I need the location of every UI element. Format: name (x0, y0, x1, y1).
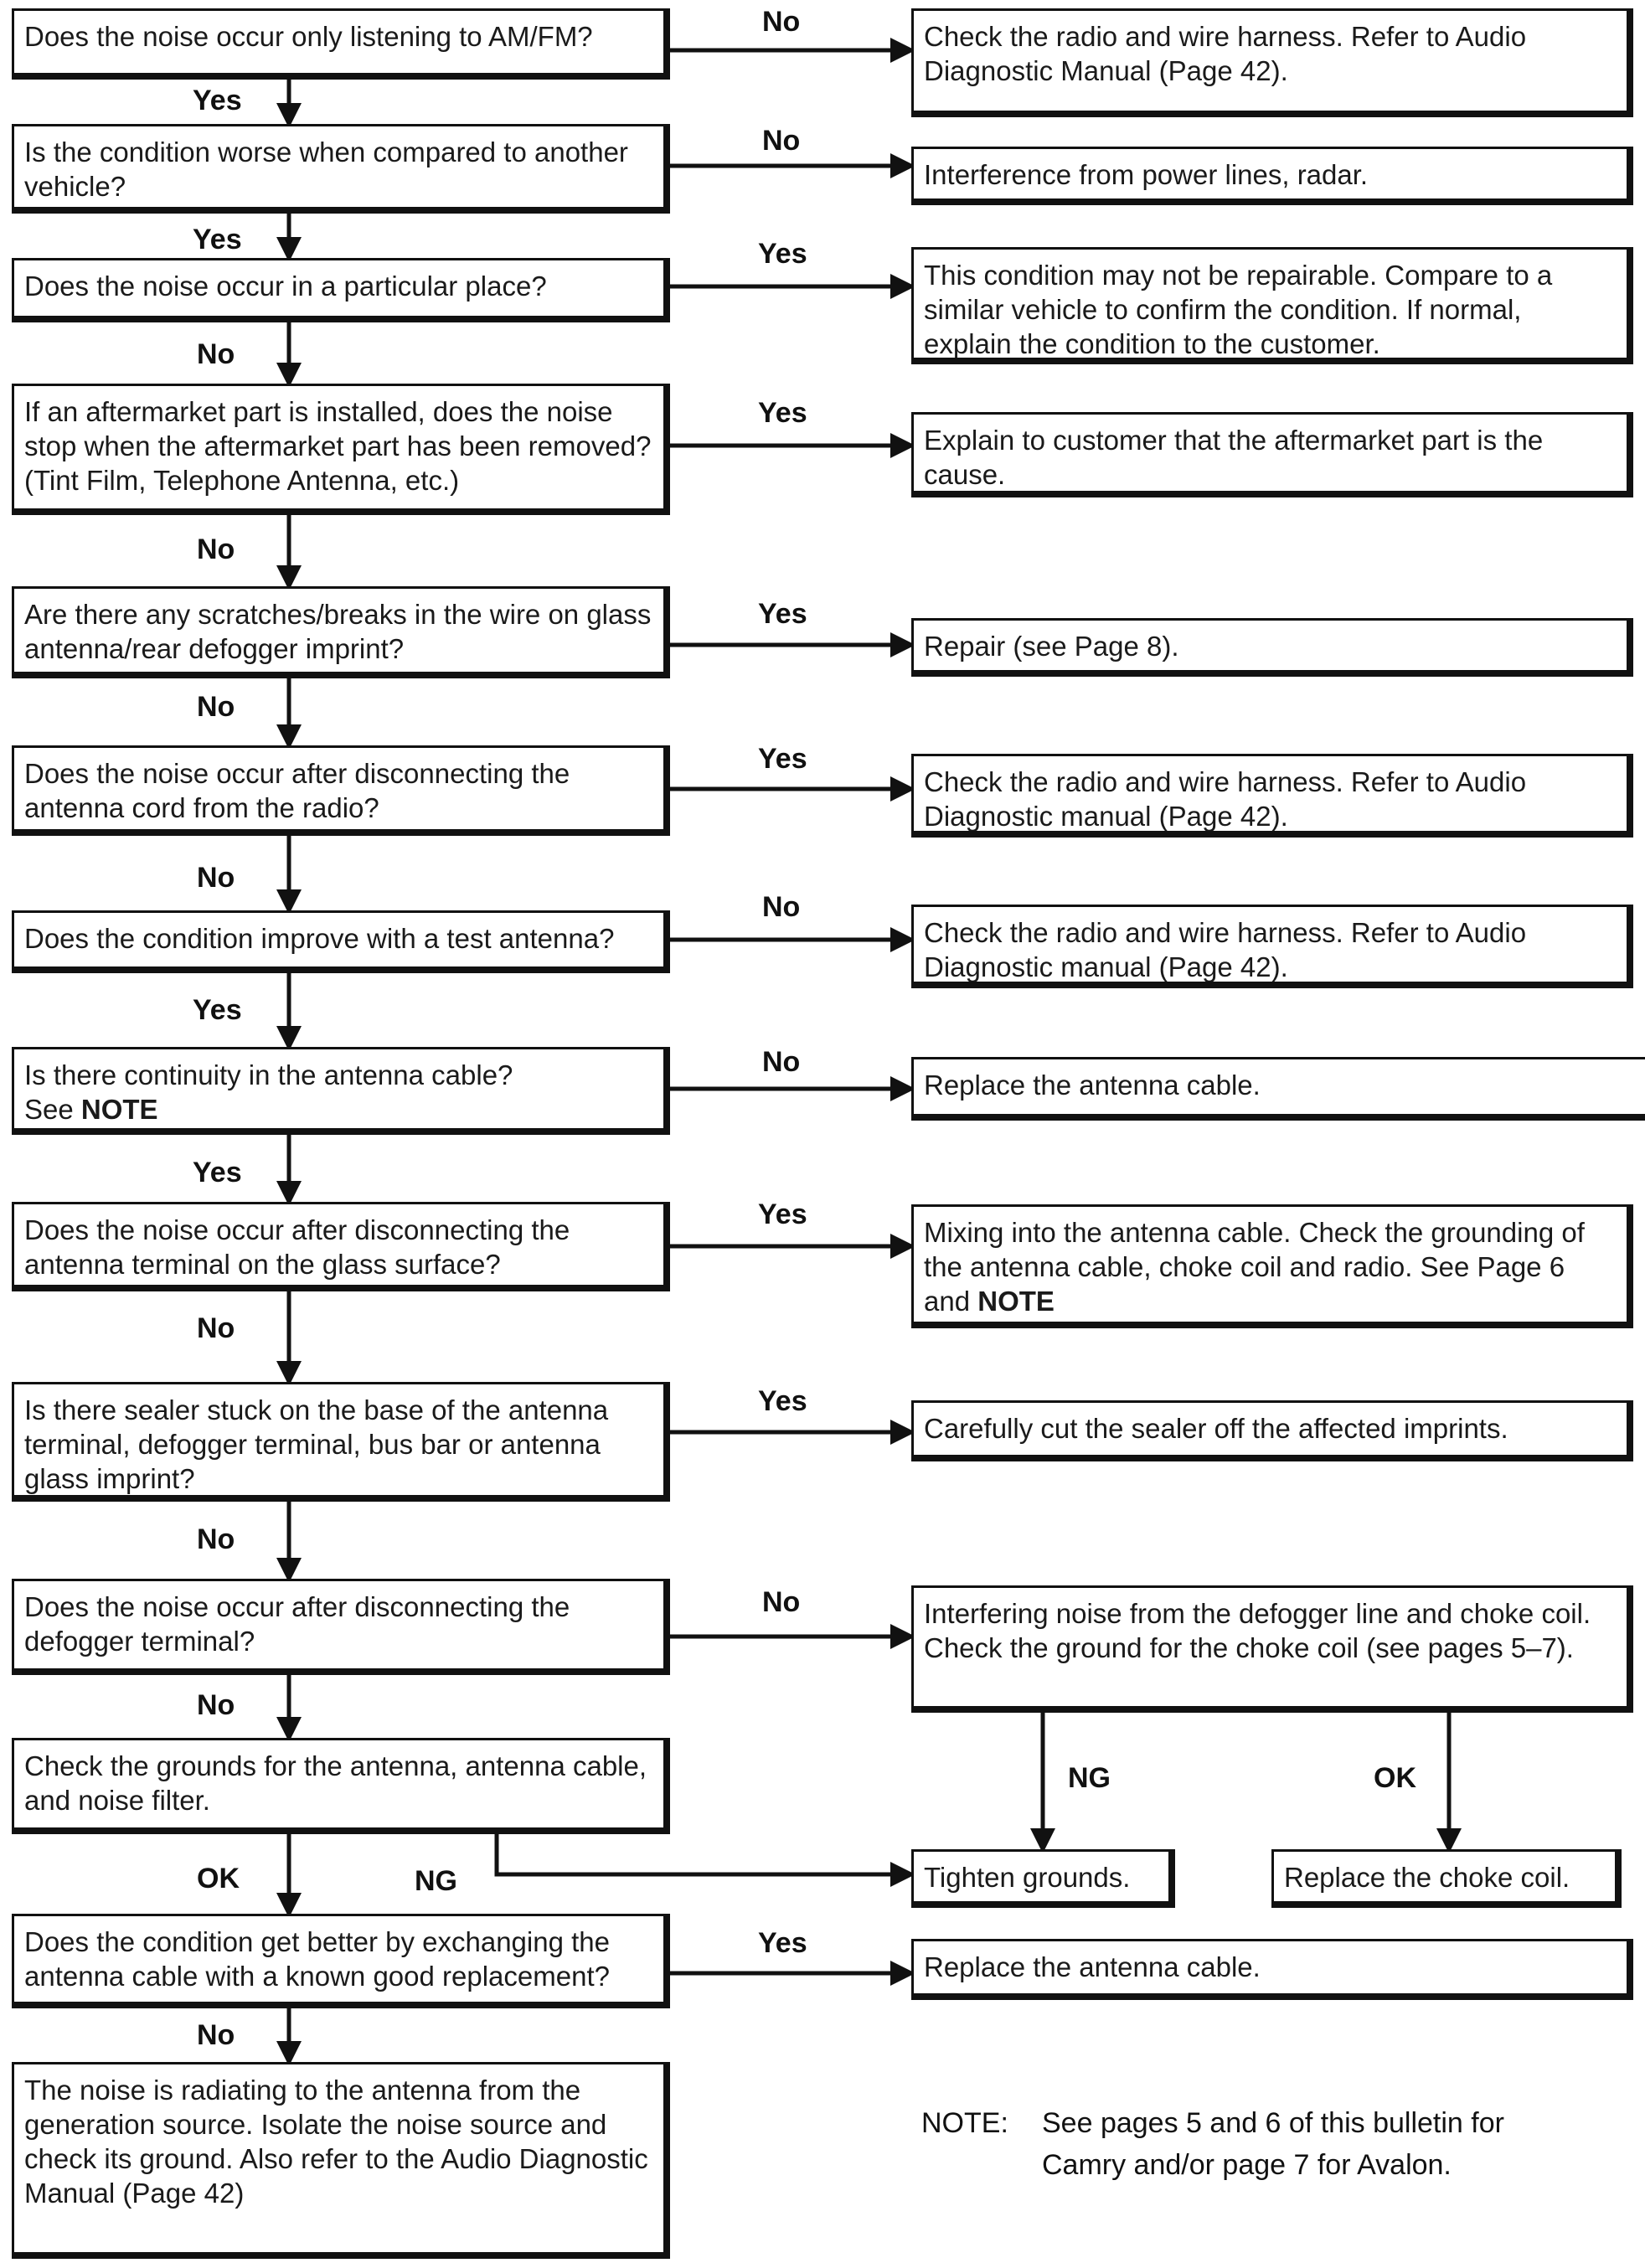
question-7-text: Does the condition improve with a test a… (24, 923, 615, 954)
question-9-text: Does the noise occur after disconnecting… (24, 1214, 570, 1280)
label-q9-down: No (197, 1312, 235, 1344)
question-box-4: If an aftermarket part is installed, doe… (12, 384, 670, 515)
question-box-7: Does the condition improve with a test a… (12, 910, 670, 973)
label-q12-ng: NG (415, 1865, 457, 1897)
label-q5-right: Yes (758, 598, 807, 630)
label-q13-down: No (197, 2019, 235, 2051)
label-q11-down: No (197, 1689, 235, 1721)
label-q1-down: Yes (193, 85, 242, 116)
label-q8-right: No (762, 1046, 801, 1078)
question-box-5: Are there any scratches/breaks in the wi… (12, 586, 670, 678)
question-10-text: Is there sealer stuck on the base of the… (24, 1394, 609, 1494)
label-q4-down: No (197, 533, 235, 565)
action-5-text: Repair (see Page 8). (924, 631, 1179, 662)
action-box-3: This condition may not be repairable. Co… (911, 247, 1633, 364)
label-q10-right: Yes (758, 1385, 807, 1417)
label-q2-right: No (762, 125, 801, 157)
question-box-2: Is the condition worse when compared to … (12, 124, 670, 214)
action-11-text: Interfering noise from the defogger line… (924, 1598, 1591, 1663)
label-q4-right: Yes (758, 397, 807, 429)
note-text: See pages 5 and 6 of this bulletin for C… (1042, 2107, 1504, 2181)
action-14-text: Replace the antenna cable. (924, 1951, 1261, 1982)
action-box-7: Check the radio and wire harness. Refer … (911, 905, 1633, 988)
action-1-text: Check the radio and wire harness. Refer … (924, 21, 1527, 86)
label-a11-ng: NG (1068, 1762, 1111, 1794)
label-q10-down: No (197, 1523, 235, 1555)
label-q12-ok: OK (197, 1863, 240, 1894)
action-9-main: Mixing into the antenna cable. Check the… (924, 1217, 1585, 1317)
action-box-12: Tighten grounds. (911, 1849, 1175, 1908)
label-q2-down: Yes (193, 224, 242, 255)
label-q7-down: Yes (193, 994, 242, 1026)
action-box-2: Interference from power lines, radar. (911, 147, 1633, 205)
action-6-text: Check the radio and wire harness. Refer … (924, 766, 1527, 832)
question-14-text: The noise is radiating to the antenna fr… (24, 2075, 648, 2209)
question-5-text: Are there any scratches/breaks in the wi… (24, 599, 652, 664)
question-box-9: Does the noise occur after disconnecting… (12, 1202, 670, 1291)
note-label: NOTE: (921, 2107, 1008, 2139)
label-q5-down: No (197, 691, 235, 723)
label-q7-right: No (762, 891, 801, 923)
label-q6-down: No (197, 862, 235, 894)
connector-q12-ng (494, 1834, 888, 1877)
question-12-text: Check the grounds for the antenna, anten… (24, 1750, 647, 1816)
question-box-11: Does the noise occur after disconnecting… (12, 1579, 670, 1675)
question-8-main: Is there continuity in the antenna cable… (24, 1059, 513, 1125)
label-q9-right: Yes (758, 1198, 807, 1230)
question-box-12: Check the grounds for the antenna, anten… (12, 1738, 670, 1834)
action-10-text: Carefully cut the sealer off the affecte… (924, 1413, 1508, 1444)
question-11-text: Does the noise occur after disconnecting… (24, 1591, 570, 1657)
action-9-text: Mixing into the antenna cable. Check the… (924, 1215, 1617, 1318)
label-q1-right: No (762, 6, 801, 38)
question-13-text: Does the condition get better by exchang… (24, 1926, 610, 1992)
label-q8-down: Yes (193, 1157, 242, 1188)
question-3-text: Does the noise occur in a particular pla… (24, 271, 547, 302)
action-3-text: This condition may not be repairable. Co… (924, 260, 1553, 359)
question-box-3: Does the noise occur in a particular pla… (12, 258, 670, 322)
action-12-text: Tighten grounds. (924, 1862, 1131, 1893)
label-q11-right: No (762, 1586, 801, 1618)
question-8-note-ref: NOTE (80, 1094, 158, 1125)
action-4-text: Explain to customer that the aftermarket… (924, 425, 1544, 490)
action-13-text: Replace the choke coil. (1284, 1862, 1570, 1893)
label-a11-ok: OK (1374, 1762, 1416, 1794)
question-box-10: Is there sealer stuck on the base of the… (12, 1382, 670, 1502)
action-box-11: Interfering noise from the defogger line… (911, 1585, 1633, 1713)
label-q3-right: Yes (758, 238, 807, 270)
question-box-6: Does the noise occur after disconnecting… (12, 745, 670, 836)
action-box-5: Repair (see Page 8). (911, 618, 1633, 677)
question-1-text: Does the noise occur only listening to A… (24, 21, 593, 52)
action-box-13: Replace the choke coil. (1271, 1849, 1622, 1908)
action-2-text: Interference from power lines, radar. (924, 159, 1369, 190)
label-q6-right: Yes (758, 743, 807, 775)
action-box-4: Explain to customer that the aftermarket… (911, 412, 1633, 497)
question-box-14: The noise is radiating to the antenna fr… (12, 2062, 670, 2259)
question-box-1: Does the noise occur only listening to A… (12, 8, 670, 80)
action-8-text: Replace the antenna cable. (924, 1070, 1261, 1100)
action-9-note-ref: NOTE (977, 1286, 1055, 1317)
action-7-text: Check the radio and wire harness. Refer … (924, 917, 1527, 982)
action-box-14: Replace the antenna cable. (911, 1939, 1633, 2000)
label-q13-right: Yes (758, 1927, 807, 1959)
action-box-1: Check the radio and wire harness. Refer … (911, 8, 1633, 117)
question-2-text: Is the condition worse when compared to … (24, 137, 628, 202)
note-block: NOTE: See pages 5 and 6 of this bulletin… (921, 2102, 1583, 2194)
action-box-10: Carefully cut the sealer off the affecte… (911, 1400, 1633, 1461)
question-4-text: If an aftermarket part is installed, doe… (24, 396, 652, 496)
question-box-13: Does the condition get better by exchang… (12, 1914, 670, 2008)
question-8-text: Is there continuity in the antenna cable… (24, 1058, 653, 1126)
action-box-9: Mixing into the antenna cable. Check the… (911, 1204, 1633, 1328)
question-box-8: Is there continuity in the antenna cable… (12, 1047, 670, 1135)
label-q3-down: No (197, 338, 235, 370)
question-6-text: Does the noise occur after disconnecting… (24, 758, 570, 823)
action-box-6: Check the radio and wire harness. Refer … (911, 754, 1633, 838)
action-box-8: Replace the antenna cable. (911, 1057, 1645, 1121)
